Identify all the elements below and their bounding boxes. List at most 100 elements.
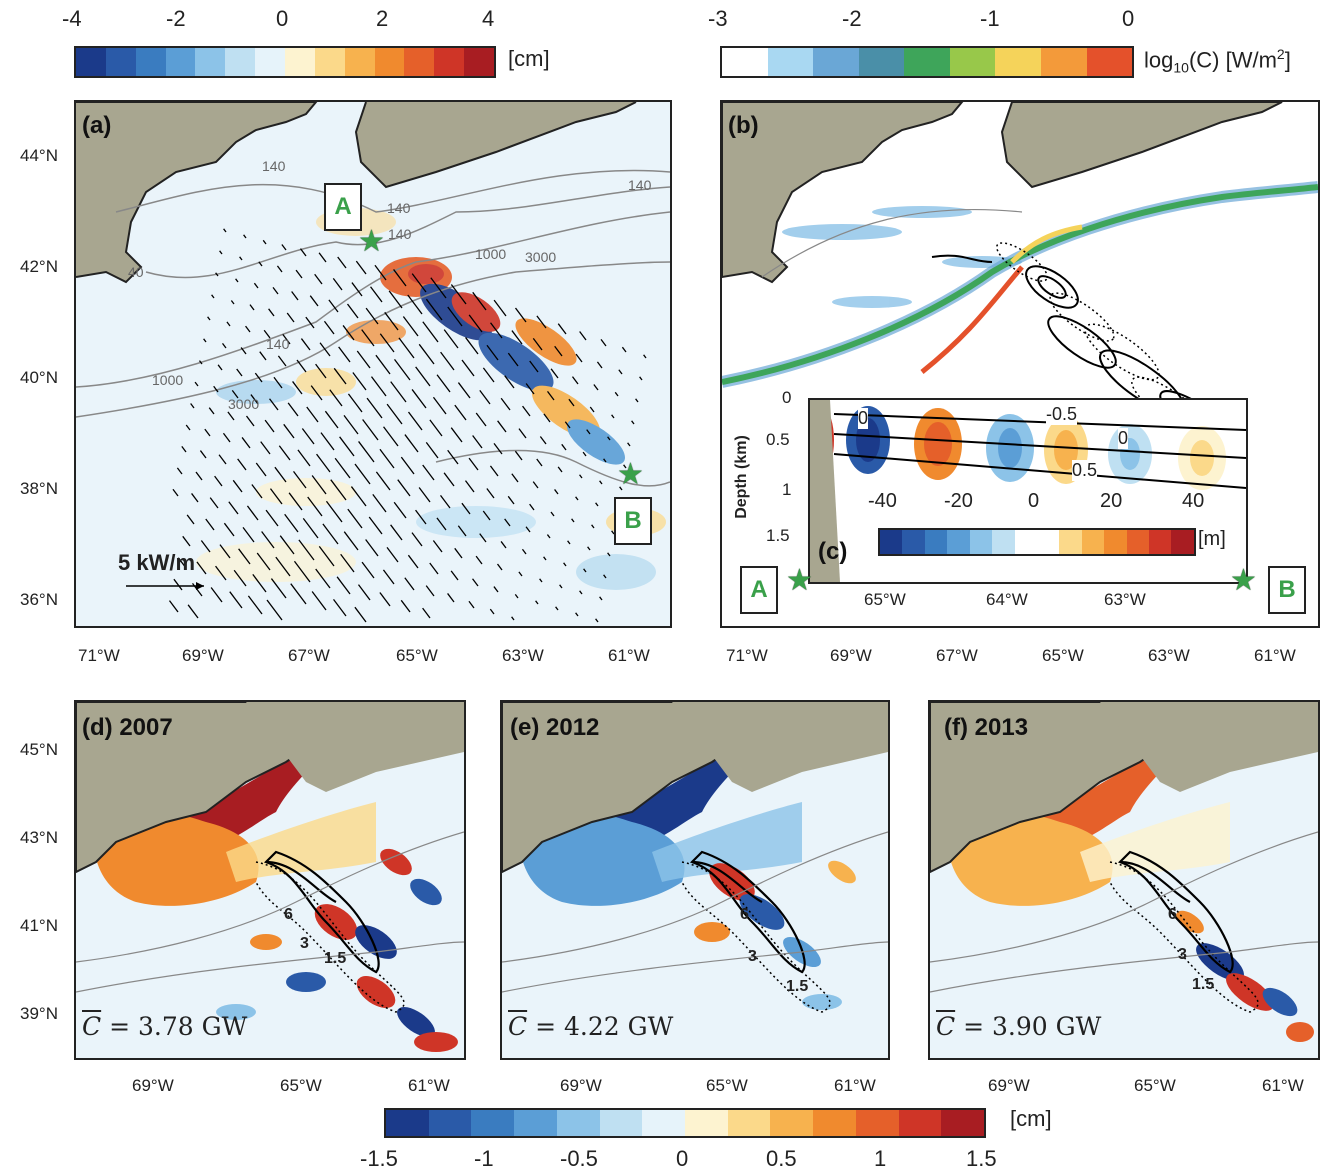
- panel-e-svg: [502, 702, 888, 1013]
- flux-arrow: [450, 284, 467, 305]
- flux-arrow: [514, 594, 519, 599]
- colorbar-swatch: [941, 1110, 985, 1136]
- flux-arrow: [279, 535, 295, 555]
- flux-arrow: [240, 347, 247, 355]
- point-a-label: A: [740, 566, 778, 614]
- flux-arrow: [362, 419, 379, 441]
- lon-tick: 61°W: [834, 1076, 876, 1095]
- flux-arrow: [407, 554, 419, 569]
- colorbar-swatch: [1126, 530, 1150, 554]
- flux-arrow: [301, 428, 315, 445]
- flux-arrow: [318, 252, 327, 263]
- flux-arrow: [429, 562, 439, 575]
- colorbar-swatch: [924, 530, 948, 554]
- lat-tick: 38°N: [20, 479, 58, 498]
- mean-flux-text: C = 4.22 GW: [508, 1012, 674, 1041]
- flux-arrow: [418, 343, 435, 365]
- flux-arrow: [439, 494, 451, 509]
- colorbar-swatch: [374, 48, 405, 76]
- flux-arrow: [347, 393, 363, 413]
- flux-arrow: [236, 368, 243, 377]
- flux-arrow: [332, 278, 343, 291]
- flux-arrow: [291, 291, 299, 301]
- flux-arrow: [575, 496, 579, 501]
- flux-arrow: [227, 411, 235, 421]
- flux-arrow: [579, 331, 587, 341]
- flux-arrow: [343, 414, 359, 435]
- lon-tick: 69°W: [988, 1076, 1030, 1095]
- flux-arrow: [316, 453, 331, 473]
- flux-arrow: [418, 487, 431, 503]
- lon-tick: 65°W: [1134, 1076, 1176, 1095]
- flux-arrow: [311, 591, 327, 611]
- panel-a-map: [74, 100, 672, 628]
- colorbar-swatch: [105, 48, 136, 76]
- colorbar-tick: -1: [474, 1146, 494, 1171]
- flux-arrow: [208, 407, 215, 415]
- colorbar-unit: [m]: [1198, 528, 1226, 550]
- colorbar-tick: 0: [676, 1146, 689, 1171]
- contour-label: 140: [628, 177, 652, 193]
- flux-arrow: [432, 540, 443, 553]
- flux-arrow: [356, 350, 371, 369]
- flux-arrow: [375, 471, 391, 491]
- panel-a-svg: [76, 102, 670, 623]
- flux-arrow: [194, 381, 199, 387]
- flux-arrow: [262, 239, 267, 245]
- depth-tick: 1: [782, 480, 792, 499]
- value-label: 20: [1100, 490, 1123, 512]
- colorbar-tick: 0: [276, 6, 289, 31]
- contour-label: 0: [858, 408, 869, 429]
- flux-arrow: [504, 518, 511, 527]
- flux-arrow: [415, 509, 427, 525]
- flux-arrow: [190, 403, 195, 409]
- flux-arrow: [283, 423, 295, 439]
- contour-label: 3: [300, 935, 309, 952]
- flux-arrow: [253, 282, 259, 289]
- flux-arrow: [611, 414, 615, 419]
- flux-arrow: [554, 489, 559, 495]
- flux-arrow: [603, 574, 607, 579]
- flux-arrow: [238, 548, 251, 565]
- flux-arrow: [318, 546, 335, 567]
- flux-arrow: [323, 320, 335, 335]
- depth-axis-label: Depth (km): [732, 435, 750, 519]
- flux-arrow: [454, 547, 463, 559]
- flux-arrow: [351, 282, 363, 297]
- flux-arrow: [596, 361, 603, 369]
- flux-arrow: [595, 502, 599, 507]
- flux-arrow: [222, 432, 231, 443]
- flux-arrow: [561, 443, 567, 451]
- flux-arrow: [536, 458, 543, 467]
- flux-arrow: [493, 299, 507, 317]
- colorbar-tick: -1.5: [360, 1146, 398, 1171]
- flux-arrow: [447, 593, 455, 603]
- flux-arrow: [536, 315, 547, 329]
- flux-arrow: [330, 479, 347, 501]
- colorbar-swatch: [904, 48, 950, 76]
- flux-arrow: [246, 505, 259, 521]
- flux-arrow: [226, 321, 231, 327]
- flux-arrow: [468, 600, 475, 609]
- colorbar-swatch: [813, 48, 859, 76]
- point-b-label: B: [614, 497, 652, 545]
- colorbar-tick: -3: [708, 6, 728, 31]
- flux-arrow: [555, 606, 559, 611]
- panel-d-svg: [76, 702, 464, 1052]
- flux-arrow: [447, 306, 463, 327]
- contour-label: 3000: [228, 396, 260, 412]
- flux-arrow: [430, 277, 447, 299]
- flux-arrow: [518, 571, 523, 577]
- flux-arrow: [618, 369, 623, 375]
- colorbar-swatch: [76, 48, 106, 76]
- lon-tick: 65°W: [396, 646, 438, 665]
- flux-arrow: [398, 337, 415, 359]
- flux-arrow: [182, 535, 191, 547]
- flux-arrow: [461, 359, 475, 377]
- colorbar-swatch: [1149, 530, 1172, 554]
- lon-tick: 64°W: [986, 590, 1028, 609]
- colorbar-swatch: [344, 48, 375, 76]
- colorbar-swatch: [225, 48, 256, 76]
- flux-arrow: [270, 578, 287, 599]
- flux-arrow: [333, 367, 347, 385]
